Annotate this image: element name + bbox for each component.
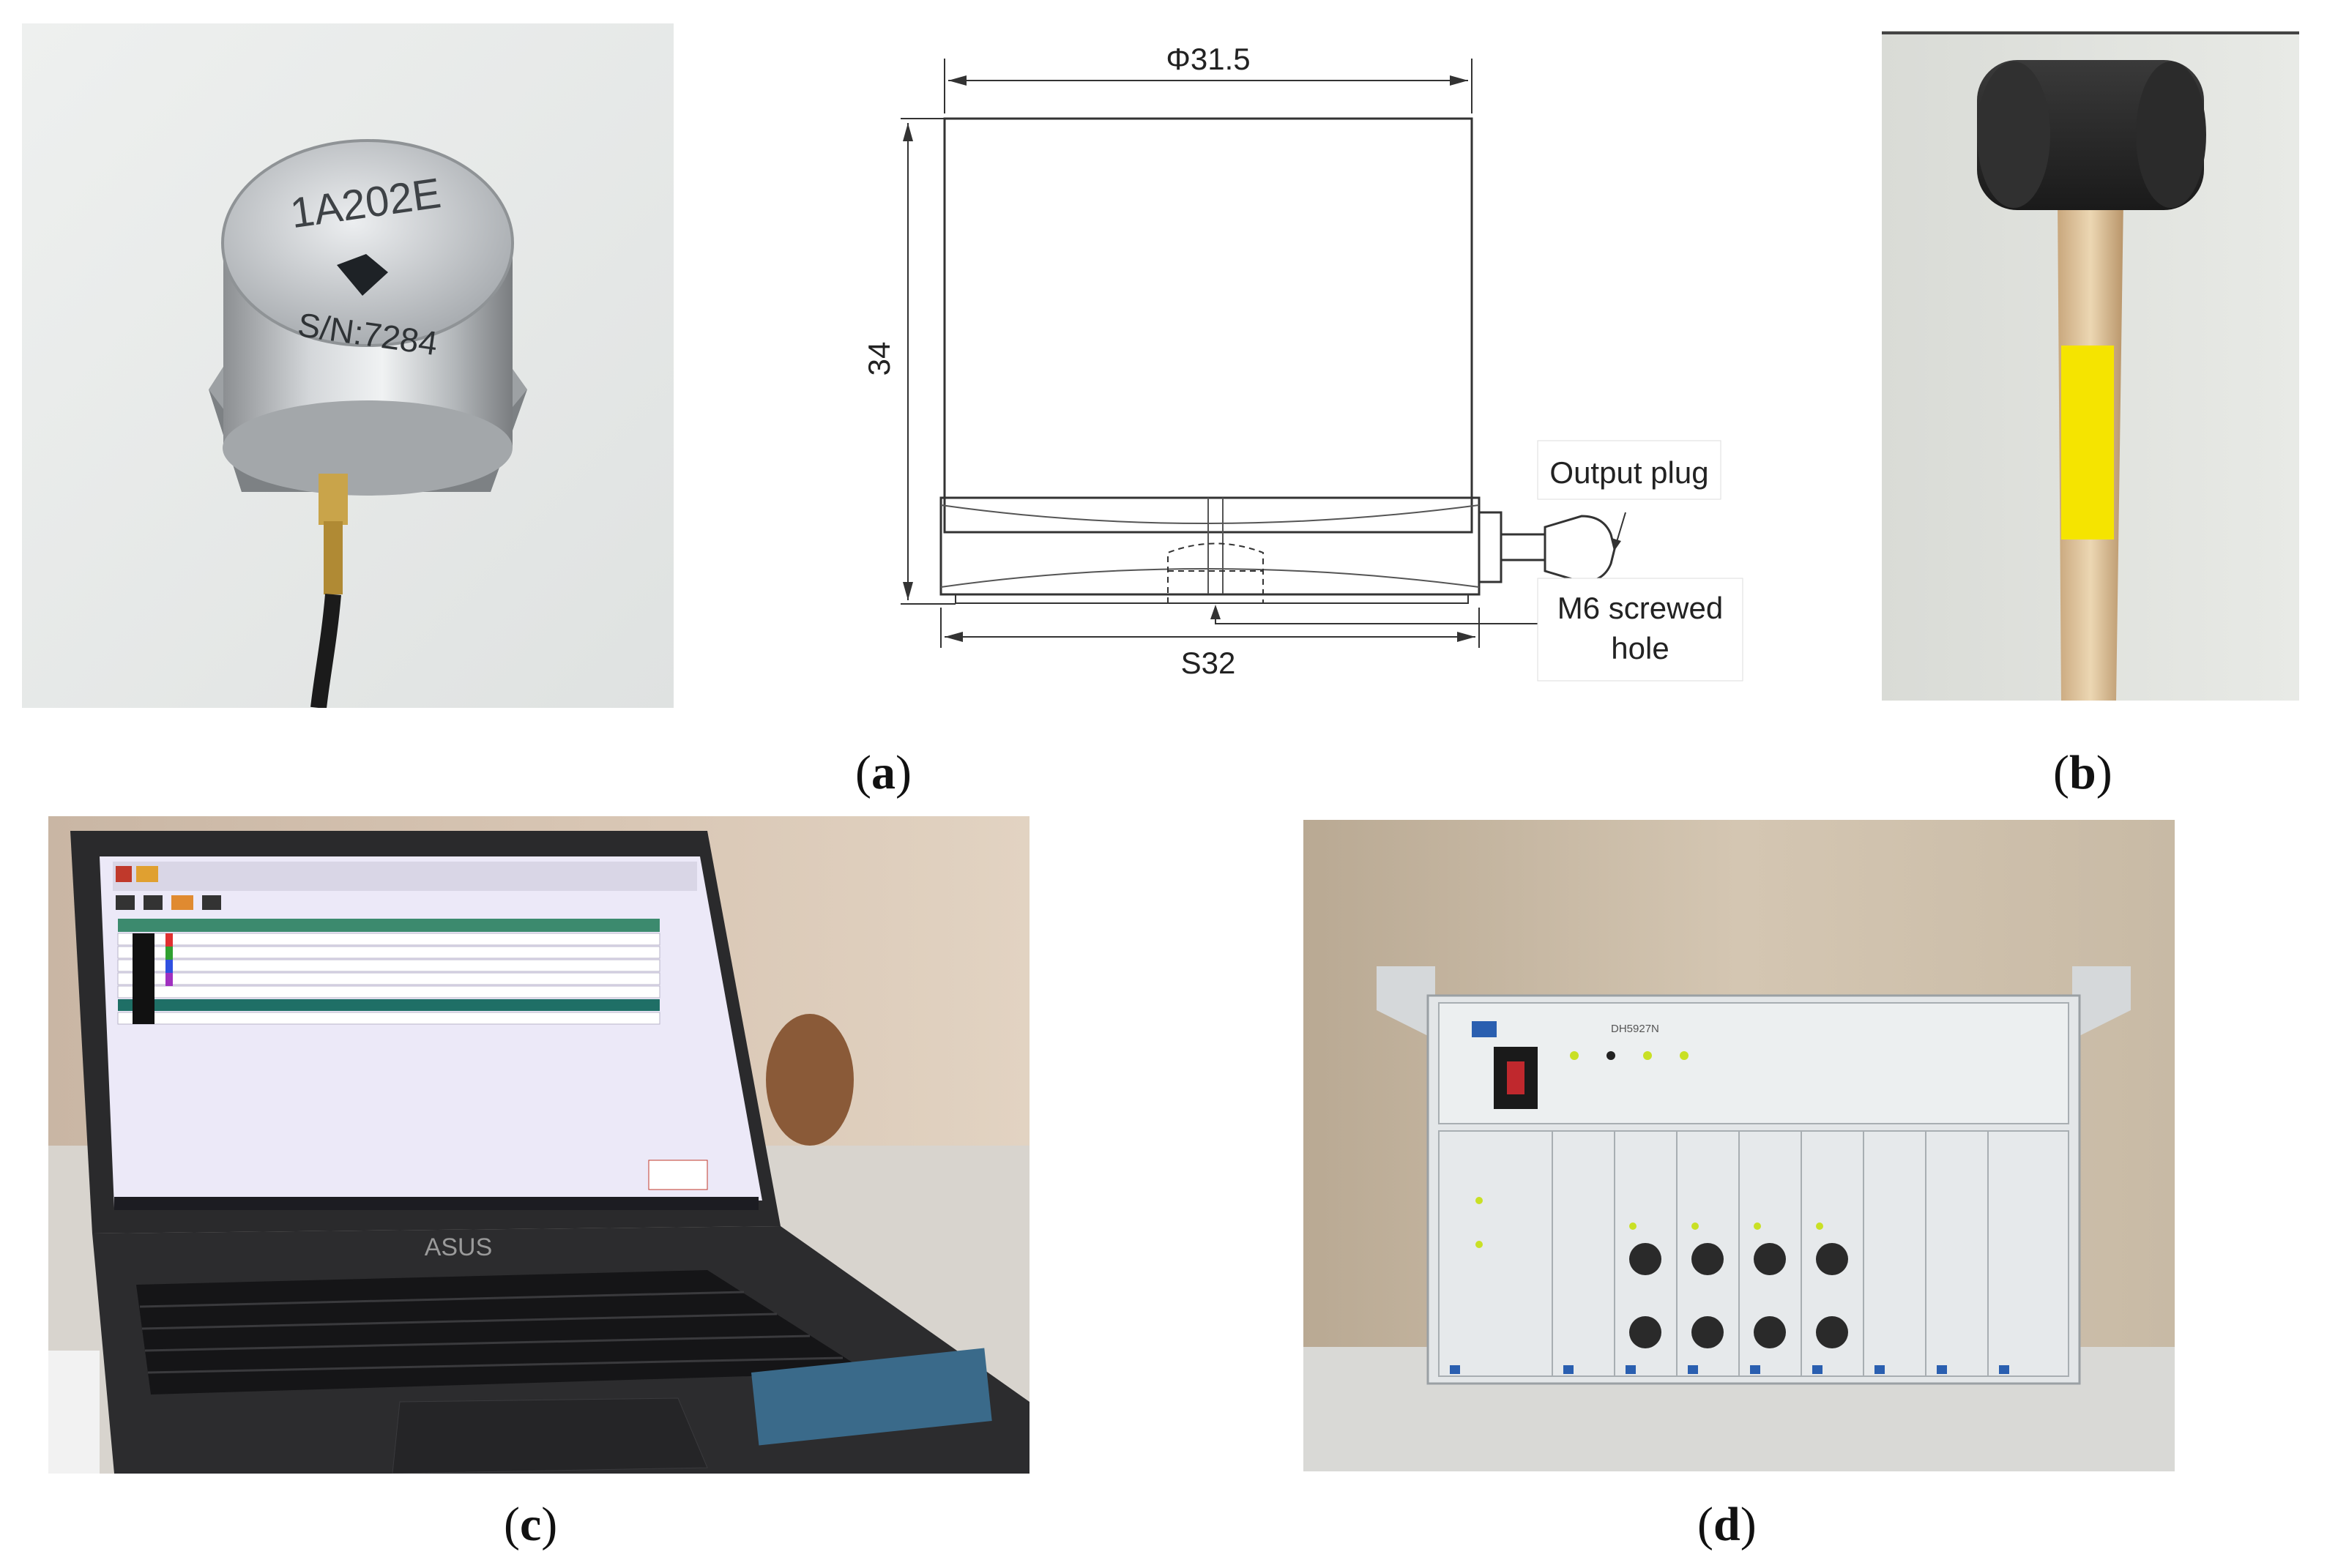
daq-photo-graphic: DH5927N [1303,820,2175,1471]
laptop-photo-graphic: ASUS [48,816,1030,1474]
daq-model-label: DH5927N [1611,1023,1659,1035]
laptop-photo: ASUS [48,816,1030,1474]
sensor-dimension-drawing: Φ31.5 Output plug M6 screwed hole 34 [849,29,1765,688]
hammer-photo-graphic [1882,31,2299,701]
caption-a: (a) [855,746,912,799]
laptop-brand-label: ASUS [425,1233,493,1261]
sensor-photo: 1A202E S/N:7284 [22,23,674,708]
screw-hole-label-line2: hole [1611,631,1669,665]
diameter-dimension-label: Φ31.5 [1166,42,1250,76]
output-plug-label: Output plug [1549,455,1708,490]
daq-photo: DH5927N [1303,820,2175,1471]
drawing-graphic: Φ31.5 Output plug M6 screwed hole 34 [862,42,1743,682]
caption-b: (b) [2053,746,2112,799]
base-dimension-label: S32 [1181,646,1236,680]
screw-hole-label-line1: M6 screwed [1557,591,1723,625]
brand-logo-icon [337,254,388,296]
height-dimension-label: 34 [862,342,896,376]
sensor-photo-graphic: 1A202E S/N:7284 [22,23,674,708]
caption-c: (c) [504,1498,558,1551]
hammer-tape [2061,346,2114,540]
caption-d: (d) [1697,1498,1757,1551]
hammer-photo [1882,31,2299,701]
